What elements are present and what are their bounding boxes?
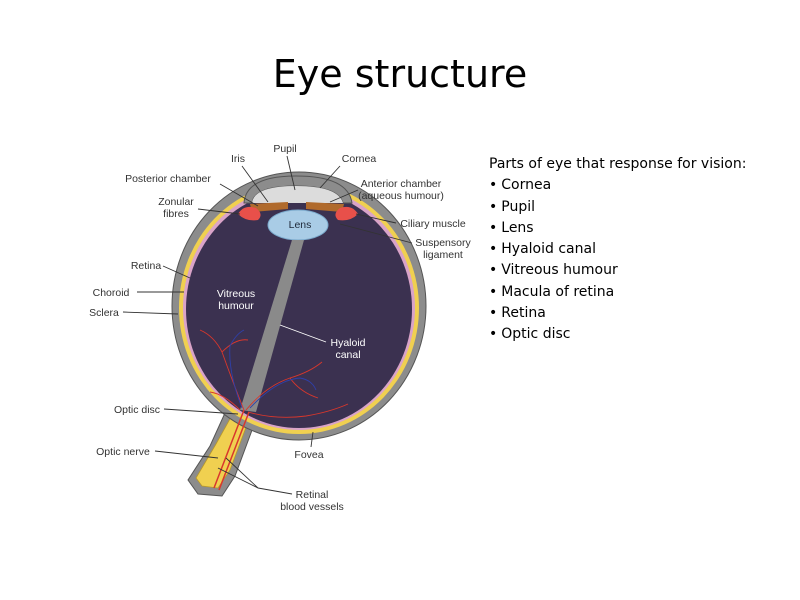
label-pupil: Pupil	[273, 143, 296, 155]
label-ligament: ligament	[423, 249, 463, 261]
ciliary-muscle-right	[335, 206, 358, 221]
vitreous-body	[186, 190, 412, 428]
anterior-chamber	[252, 186, 343, 203]
label-humour: humour	[218, 300, 254, 312]
label-choroid: Choroid	[93, 287, 130, 299]
leader-lines	[122, 155, 413, 495]
list-item: Cornea	[489, 175, 789, 196]
list-heading: Parts of eye that response for vision:	[489, 156, 747, 172]
leader-lines-white	[279, 324, 327, 343]
label-retinal: Retinal	[296, 489, 329, 501]
label-zonular: Zonular	[158, 196, 194, 208]
parts-list: Cornea Pupil Lens Hyaloid canal Vitreous…	[489, 175, 789, 345]
label-posterior-chamber: Posterior chamber	[125, 173, 211, 185]
list-item: Hyaloid canal	[489, 239, 789, 260]
label-vitreous: Vitreous	[217, 288, 255, 300]
slide-title: Eye structure	[272, 52, 528, 96]
label-iris: Iris	[231, 153, 245, 165]
label-anterior-chamber: Anterior chamber	[361, 178, 442, 190]
label-aqueous-humour: (aqueous humour)	[358, 190, 444, 202]
label-cornea: Cornea	[342, 153, 377, 165]
label-optic-nerve: Optic nerve	[96, 446, 150, 458]
label-retina: Retina	[131, 260, 162, 272]
label-fibres: fibres	[163, 208, 189, 220]
label-optic-disc: Optic disc	[114, 404, 160, 416]
label-sclera: Sclera	[89, 307, 119, 319]
list-item: Lens	[489, 218, 789, 239]
list-item: Vitreous humour	[489, 260, 789, 281]
list-item: Macula of retina	[489, 282, 789, 303]
label-blood-vessels: blood vessels	[280, 501, 344, 513]
retinal-vessels	[199, 329, 349, 491]
iris	[250, 202, 288, 212]
list-item: Pupil	[489, 197, 789, 218]
iris-right	[306, 202, 344, 212]
vision-parts-list: Parts of eye that response for vision: C…	[489, 154, 789, 346]
label-ciliary-muscle: Ciliary muscle	[400, 218, 466, 230]
hyaloid-canal	[240, 240, 304, 412]
ciliary-muscle-left	[238, 206, 261, 221]
list-item: Retina	[489, 303, 789, 324]
label-suspensory: Suspensory	[415, 237, 471, 249]
list-item: Optic disc	[489, 324, 789, 345]
label-hyaloid: Hyaloid	[330, 337, 365, 349]
label-fovea: Fovea	[294, 449, 323, 461]
label-canal: canal	[335, 349, 360, 361]
label-lens: Lens	[289, 219, 312, 231]
